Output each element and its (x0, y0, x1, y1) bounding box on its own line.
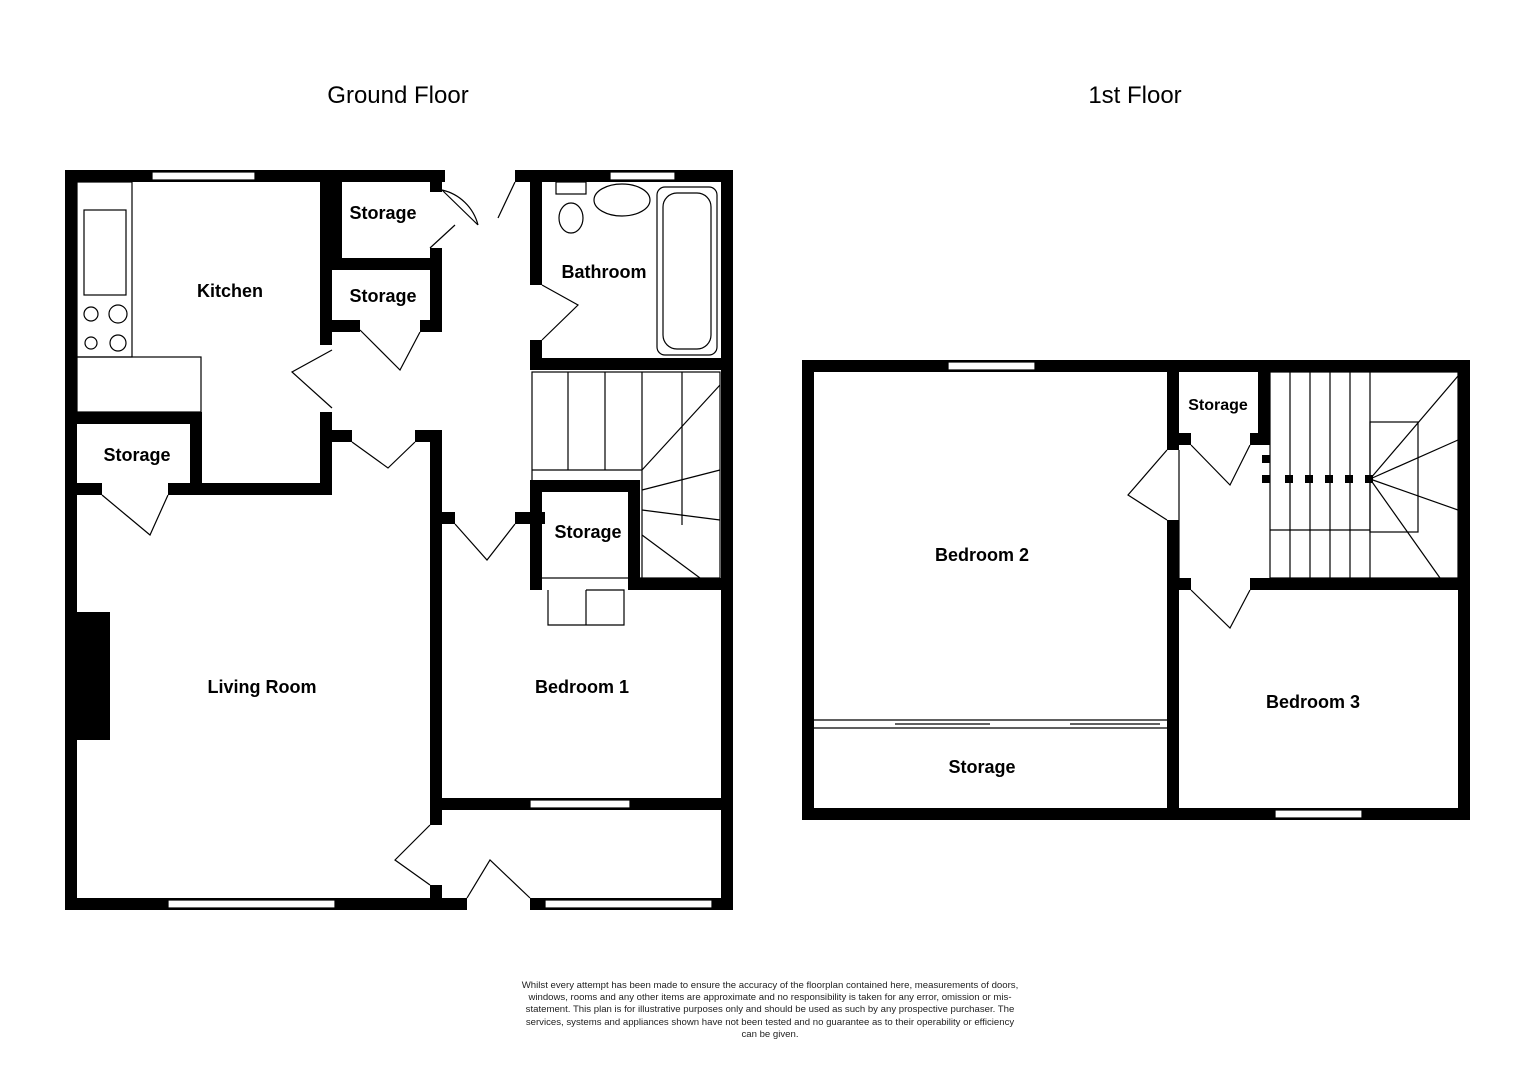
room-label-storage: Storage (554, 522, 621, 542)
basin-icon (593, 183, 651, 217)
room-label-storage: Storage (948, 757, 1015, 777)
window (529, 799, 631, 809)
window (167, 899, 336, 909)
room-label-bedroom-3: Bedroom 3 (1266, 692, 1360, 712)
room-label-storage: Storage (1188, 397, 1248, 414)
door-swings (101, 181, 625, 899)
room-label-bedroom-1: Bedroom 1 (535, 677, 629, 697)
bath-icon (656, 186, 718, 356)
disclaimer-text: Whilst every attempt has been made to en… (521, 980, 1019, 1040)
ground-floor-title: Ground Floor (327, 82, 468, 109)
staircase (531, 371, 721, 579)
window (544, 899, 713, 909)
window (609, 171, 676, 181)
window (947, 361, 1036, 371)
sink-icon (83, 209, 127, 296)
room-label-bathroom: Bathroom (562, 262, 647, 282)
first-floor-title: 1st Floor (1088, 82, 1181, 109)
window (1274, 809, 1363, 819)
first-floor-plan: Bedroom 2 Storage Storage Bedroom 3 (802, 360, 1470, 820)
room-label-bedroom-2: Bedroom 2 (935, 545, 1029, 565)
room-label-storage: Storage (103, 445, 170, 465)
room-label-living-room: Living Room (208, 677, 317, 697)
window (151, 171, 256, 181)
fireplace (77, 612, 110, 740)
staircase (1262, 371, 1459, 579)
room-label-storage: Storage (349, 286, 416, 306)
hob-icon (83, 306, 99, 322)
toilet-icon (558, 202, 584, 234)
room-label-storage: Storage (349, 203, 416, 223)
room-label-kitchen: Kitchen (197, 281, 263, 301)
ground-floor-plan: Kitchen Storage Storage Storage Storage … (65, 170, 733, 910)
door-swings (1127, 444, 1251, 629)
